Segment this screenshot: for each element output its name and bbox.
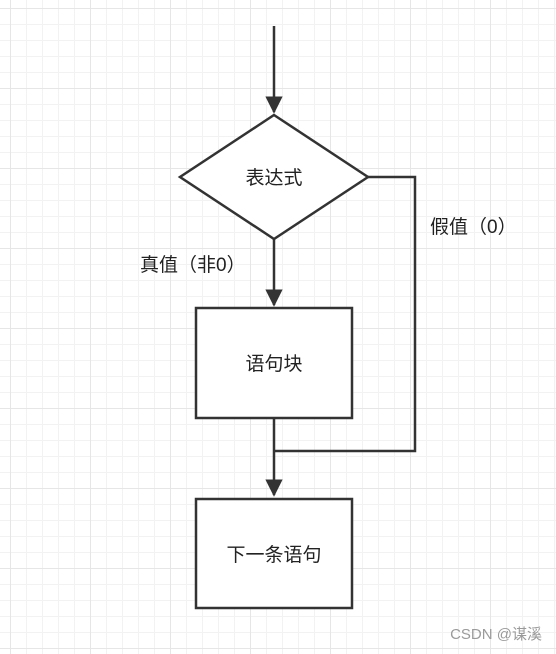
next-statement-box <box>194 497 354 610</box>
false-branch-path <box>274 175 417 453</box>
next-statement-label: 下一条语句 <box>226 544 321 566</box>
statement-block-label: 语句块 <box>245 353 302 375</box>
decision-label: 表达式 <box>245 167 302 189</box>
watermark: CSDN @谋溪 <box>450 626 542 643</box>
true-branch-label: 真值（非0） <box>140 254 246 276</box>
false-branch-label: 假值（0） <box>430 216 517 238</box>
statement-block-box <box>194 306 354 420</box>
